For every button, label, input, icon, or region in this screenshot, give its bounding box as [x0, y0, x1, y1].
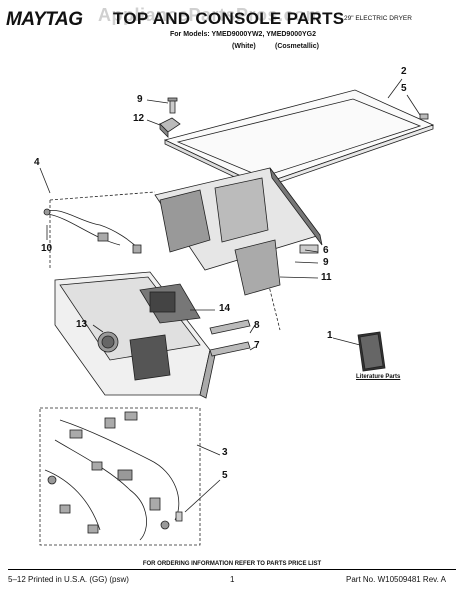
console-panel — [54, 271, 216, 399]
page-number: 1 — [230, 575, 235, 584]
console-bracket — [154, 167, 323, 296]
variant-white: (White) — [232, 43, 256, 50]
brand-logo: MAYTAG — [6, 9, 83, 30]
page-title: TOP AND CONSOLE PARTS — [113, 9, 345, 28]
screw-part — [175, 511, 183, 522]
clip-part — [159, 117, 181, 138]
models-line: For Models: YMED9000YW2, YMED9000YG2 — [170, 31, 317, 38]
callout-14: 14 — [219, 303, 231, 314]
part-number: Part No. W10509481 Rev. A — [346, 575, 446, 584]
product-type: 29" ELECTRIC DRYER — [344, 15, 412, 22]
literature-parts-label: Literature Parts — [356, 374, 401, 380]
callout-5: 5 — [401, 83, 407, 94]
main-wire-harness — [39, 407, 201, 546]
callout-6: 6 — [323, 245, 329, 256]
callout-11: 11 — [321, 272, 332, 283]
control-board — [139, 283, 201, 324]
ribbon-cable — [209, 319, 251, 357]
wire-harness — [43, 208, 142, 254]
callout-13: 13 — [76, 319, 88, 330]
literature-booklet — [357, 331, 386, 372]
callout-1: 1 — [327, 330, 333, 341]
callout-10: 10 — [41, 243, 53, 254]
variant-cosmetallic: (Cosmetallic) — [275, 43, 319, 50]
ordering-info: FOR ORDERING INFORMATION REFER TO PARTS … — [142, 561, 322, 567]
print-info: 5–12 Printed in U.S.A. (GG) (psw) — [8, 575, 129, 584]
callout-3: 3 — [222, 447, 228, 458]
callout-4: 4 — [34, 157, 40, 168]
callout-2: 2 — [401, 66, 407, 77]
callout-8: 8 — [254, 320, 260, 331]
dryer-top-panel — [163, 89, 435, 190]
callout-7: 7 — [254, 340, 260, 351]
footer-divider — [8, 569, 456, 570]
watermark: AppliancePartsPros.com — [98, 5, 323, 25]
screw-part — [167, 97, 178, 114]
screw-part — [419, 113, 429, 120]
callout-5b: 5 — [222, 470, 228, 481]
callout-12: 12 — [133, 113, 145, 124]
callout-9: 9 — [137, 94, 143, 105]
callout-9b: 9 — [323, 257, 329, 268]
